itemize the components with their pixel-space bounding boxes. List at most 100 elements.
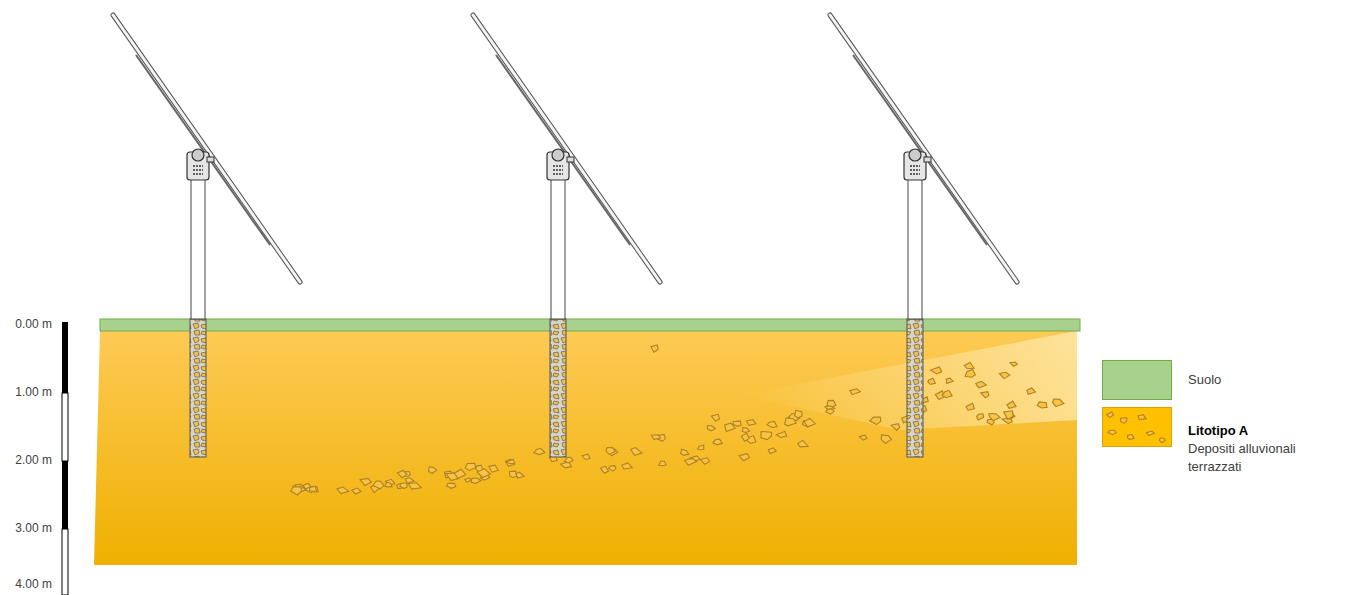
- pebble: [826, 409, 834, 414]
- pebble: [447, 483, 456, 488]
- pebble: [1159, 438, 1165, 443]
- pebble: [1107, 412, 1114, 418]
- solar-panel-face: [113, 15, 300, 282]
- pebbles: [291, 345, 1064, 495]
- pile-foundation: [550, 319, 566, 457]
- pebble: [622, 463, 633, 469]
- pebble: [707, 426, 715, 431]
- post: [551, 170, 565, 319]
- pebble: [1053, 399, 1064, 407]
- pebble: [725, 423, 736, 431]
- actuator: [924, 157, 931, 162]
- pebble: [631, 448, 642, 456]
- rotation-axis: [192, 149, 204, 161]
- pebble: [561, 462, 572, 468]
- pebble: [827, 400, 836, 406]
- pile-foundation: [907, 319, 923, 457]
- pebble: [564, 457, 573, 463]
- pebble: [651, 435, 660, 440]
- legend-swatch: [1102, 360, 1172, 400]
- pebble: [711, 414, 719, 421]
- pebble: [965, 370, 975, 378]
- pebble: [713, 439, 722, 445]
- pebble: [310, 486, 317, 491]
- pebble: [505, 459, 514, 466]
- pebble: [477, 469, 490, 478]
- panel-frame: [496, 55, 630, 245]
- head-detail: [553, 165, 563, 167]
- pebble: [405, 478, 414, 484]
- pebble: [600, 466, 608, 473]
- pebble: [606, 448, 615, 455]
- pebble: [767, 421, 777, 427]
- pebble: [747, 420, 756, 426]
- pebble: [850, 389, 861, 395]
- pebble: [733, 421, 741, 426]
- depth-label: 1.00 m: [15, 385, 52, 401]
- pebble: [977, 414, 984, 420]
- head-detail: [553, 169, 563, 171]
- pebble: [931, 367, 942, 374]
- solar-panel: [473, 15, 660, 282]
- pebble: [697, 445, 704, 450]
- pebble: [465, 463, 476, 470]
- pebble: [1010, 362, 1017, 366]
- pebble: [870, 417, 881, 425]
- pebble: [1108, 430, 1116, 435]
- legend-description: Depositi alluvionali terrazzati: [1188, 440, 1338, 475]
- actuator: [207, 157, 214, 162]
- pebble: [373, 481, 384, 489]
- pebble: [609, 466, 616, 471]
- head-detail: [553, 173, 563, 175]
- pebble: [516, 472, 524, 478]
- rotation-axis: [552, 149, 564, 161]
- pebble: [739, 454, 749, 461]
- pebble: [489, 465, 499, 472]
- pebble: [360, 478, 371, 485]
- pebble: [999, 372, 1010, 378]
- legend-pebbles: [1102, 407, 1172, 447]
- pebble: [785, 418, 797, 426]
- post: [908, 170, 922, 319]
- pebble: [1027, 388, 1036, 394]
- depth-label: 0.00 m: [15, 317, 52, 333]
- depth-label: 4.00 m: [15, 577, 52, 593]
- pebble: [742, 433, 750, 441]
- head-detail: [910, 165, 920, 167]
- pebble: [1128, 434, 1135, 439]
- pebble: [1007, 401, 1016, 408]
- pebble: [506, 459, 515, 464]
- pebble: [685, 458, 697, 465]
- pebble: [385, 482, 392, 487]
- panel-frame: [136, 55, 270, 245]
- scale-bar: [62, 322, 68, 595]
- pebble: [352, 488, 361, 494]
- pebble: [777, 432, 787, 438]
- pebble: [891, 424, 900, 431]
- solar-panel-face: [830, 15, 1017, 282]
- pebble: [659, 461, 666, 466]
- pebble: [651, 345, 658, 352]
- pebble: [881, 435, 891, 443]
- solar-panel: [830, 15, 1017, 282]
- pebble: [742, 427, 749, 432]
- head-detail: [193, 165, 203, 167]
- topsoil-strip: [100, 319, 1080, 331]
- pebble: [582, 454, 590, 459]
- pebble: [1004, 411, 1014, 419]
- solar-panel: [113, 15, 300, 282]
- pebble: [795, 410, 802, 418]
- pebble: [701, 458, 710, 465]
- pebble: [291, 487, 302, 495]
- pebble: [966, 403, 974, 410]
- pebble: [976, 381, 987, 388]
- pebble: [804, 418, 815, 426]
- pebble: [798, 440, 809, 447]
- depth-label: 2.00 m: [15, 453, 52, 469]
- post: [191, 170, 205, 319]
- pebble: [397, 471, 407, 478]
- depth-label: 3.00 m: [15, 521, 52, 537]
- actuator: [567, 157, 574, 162]
- head-detail: [910, 169, 920, 171]
- pebble: [1037, 402, 1047, 408]
